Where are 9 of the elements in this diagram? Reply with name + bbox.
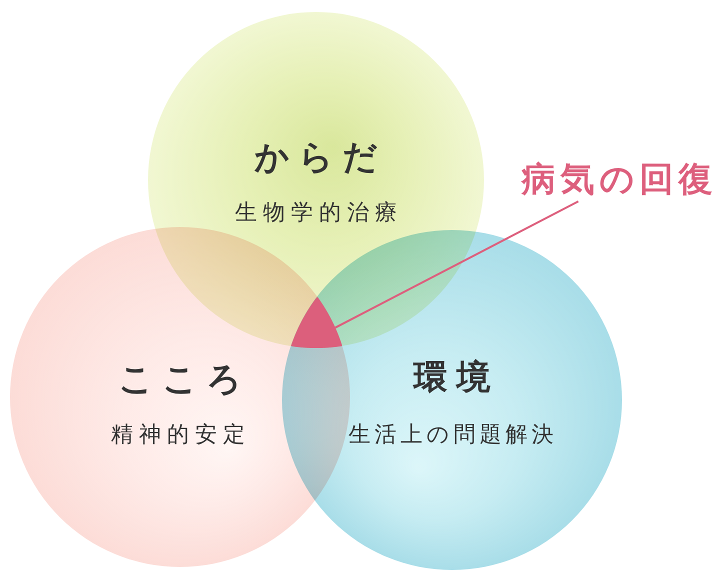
category-description: 精神的安定 bbox=[111, 422, 251, 448]
callout-label: 病気の回復 bbox=[522, 160, 718, 200]
leader-line bbox=[334, 200, 579, 329]
category-description: 生活上の問題解決 bbox=[348, 422, 558, 448]
category-title: からだ bbox=[254, 138, 386, 178]
category-title: 環境 bbox=[414, 358, 500, 398]
category-title: こころ bbox=[118, 360, 250, 400]
category-description: 生物学的治療 bbox=[235, 200, 403, 226]
intersection-region bbox=[290, 296, 342, 348]
